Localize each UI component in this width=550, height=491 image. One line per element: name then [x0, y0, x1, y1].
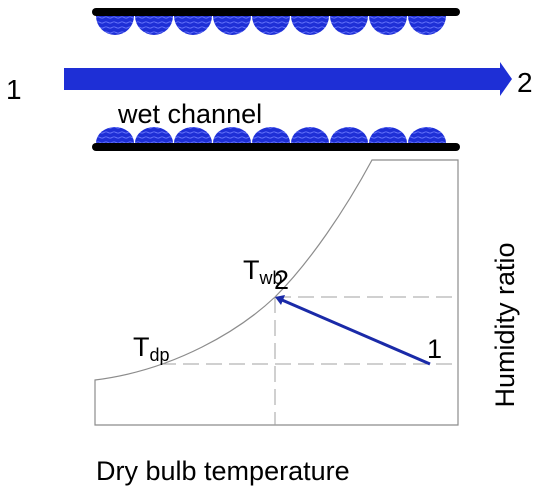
process-arrowhead	[275, 295, 285, 305]
bottom-water-drop	[213, 127, 251, 143]
outlet-label: 2	[517, 67, 533, 98]
top-water-film	[96, 16, 446, 35]
y-axis-label: Humidity ratio	[490, 242, 520, 407]
top-water-drop	[96, 16, 134, 35]
bottom-wall	[92, 143, 460, 151]
wet-bulb-label: Twb	[243, 255, 283, 288]
top-water-drop	[252, 16, 290, 35]
bottom-water-drop	[291, 127, 329, 143]
top-water-drop	[174, 16, 212, 35]
bottom-water-drop	[174, 127, 212, 143]
state-2-label: 2	[274, 265, 289, 295]
psychrometric-chart: Twb Tdp 2 1 Humidity ratio Dry bulb temp…	[94, 159, 520, 486]
top-wall	[92, 8, 460, 16]
top-water-drop	[291, 16, 329, 35]
x-axis-label: Dry bulb temperature	[96, 456, 350, 486]
bottom-water-drop	[252, 127, 290, 143]
bottom-water-drop	[96, 127, 134, 143]
airflow-arrow	[64, 62, 512, 96]
dew-point-subscript: dp	[150, 345, 170, 365]
top-water-drop	[369, 16, 407, 35]
top-water-drop	[213, 16, 251, 35]
bottom-water-drop	[330, 127, 368, 143]
bottom-water-drop	[135, 127, 173, 143]
bottom-water-film	[96, 127, 446, 143]
top-water-drop	[408, 16, 446, 35]
inlet-label: 1	[6, 74, 22, 105]
dew-point-label: Tdp	[133, 332, 170, 365]
channel-label: wet channel	[117, 99, 262, 129]
bottom-water-drop	[369, 127, 407, 143]
dew-point-main: T	[133, 332, 150, 362]
wet-channel: 1 2 wet channel	[6, 8, 533, 151]
top-water-drop	[330, 16, 368, 35]
wet-bulb-main: T	[243, 255, 260, 285]
state-1-label: 1	[427, 334, 442, 364]
process-line	[281, 298, 431, 366]
top-water-drop	[135, 16, 173, 35]
wet-bulb-subscript: wb	[259, 268, 283, 288]
bottom-water-drop	[408, 127, 446, 143]
